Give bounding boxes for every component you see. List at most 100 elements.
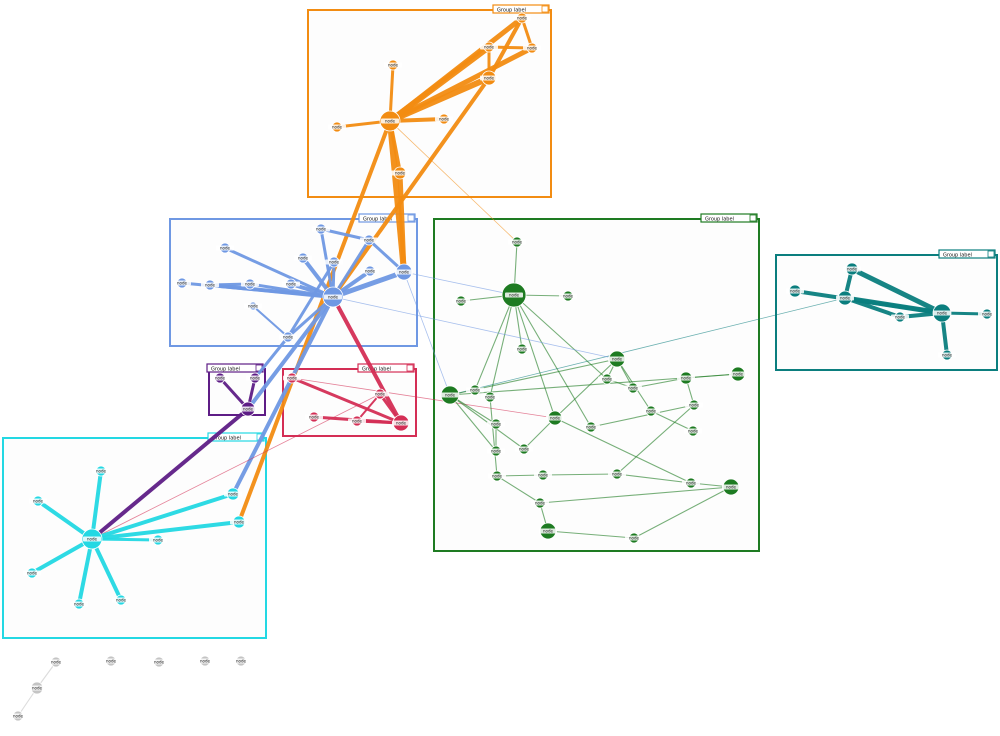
node-g23[interactable]: node	[534, 469, 552, 481]
edge-b1-c9[interactable]	[231, 295, 335, 496]
node-t1[interactable]: node	[932, 303, 952, 323]
node-t7[interactable]: node	[978, 308, 996, 320]
edge-b13-g4[interactable]	[403, 271, 451, 396]
edge-t1-t2[interactable]	[849, 266, 945, 316]
node-c3[interactable]: node	[29, 495, 47, 507]
node-r5[interactable]: node	[371, 388, 389, 400]
node-g16[interactable]: node	[642, 405, 660, 417]
edge-g16-g21[interactable]	[650, 410, 694, 432]
edge-g4-g14[interactable]	[449, 394, 497, 452]
edge-g19-g20[interactable]	[590, 404, 695, 428]
edge-g27-g28[interactable]	[633, 486, 732, 539]
node-b5[interactable]: node	[312, 223, 330, 235]
node-x4[interactable]: node	[196, 655, 214, 667]
node-x3[interactable]: node	[150, 656, 168, 668]
edge-t3-g4[interactable]	[449, 297, 846, 396]
group-tab-green[interactable]	[700, 213, 758, 223]
edge-g2-g9[interactable]	[513, 294, 556, 419]
edge-g26-g27[interactable]	[539, 486, 732, 504]
edge-g23-g24[interactable]	[542, 473, 618, 476]
edge-g2-g7[interactable]	[474, 294, 515, 391]
edge-r5-r2[interactable]	[356, 393, 381, 422]
group-box-cyan[interactable]	[2, 437, 267, 639]
edge-g28-g29[interactable]	[547, 530, 635, 539]
edge-g2-g19[interactable]	[513, 294, 592, 428]
node-g12[interactable]: node	[487, 418, 505, 430]
edge-t1-t4[interactable]	[793, 289, 944, 315]
node-x5[interactable]: node	[232, 655, 250, 667]
node-c7[interactable]: node	[149, 534, 167, 546]
edge-b12-p3[interactable]	[253, 335, 290, 380]
node-b11[interactable]: node	[361, 265, 379, 277]
node-b2[interactable]: node	[216, 242, 234, 254]
edge-o1-o3[interactable]	[387, 45, 535, 124]
node-c2[interactable]: node	[92, 465, 110, 477]
edge-r1-b1[interactable]	[331, 295, 403, 425]
node-g13[interactable]: node	[515, 443, 533, 455]
edge-c1-c5[interactable]	[77, 537, 94, 606]
edge-r5-c1[interactable]	[91, 393, 381, 540]
edge-b1-b13[interactable]	[330, 269, 407, 300]
edge-b14-b12[interactable]	[252, 305, 289, 338]
node-g28[interactable]: node	[625, 532, 643, 544]
node-o1[interactable]: node	[379, 110, 401, 132]
edge-g9-g25[interactable]	[554, 417, 692, 484]
edge-b1-b2[interactable]	[223, 246, 335, 299]
node-b3[interactable]: node	[201, 279, 219, 291]
edge-b1-p1[interactable]	[246, 295, 335, 411]
node-o2[interactable]: node	[480, 70, 498, 86]
node-g3[interactable]: node	[559, 290, 577, 302]
node-o8[interactable]: node	[435, 113, 453, 125]
node-g8[interactable]: node	[608, 350, 626, 368]
node-r4[interactable]: node	[283, 372, 301, 384]
node-c8[interactable]: node	[230, 515, 248, 529]
group-collapse-button-crimson[interactable]	[406, 364, 414, 372]
node-g18[interactable]: node	[677, 371, 695, 385]
edge-c1-c3[interactable]	[36, 499, 94, 541]
node-t3[interactable]: node	[836, 290, 854, 306]
edge-o1-g1[interactable]	[389, 120, 518, 243]
node-p2[interactable]: node	[211, 372, 229, 384]
edge-b1-b7[interactable]	[248, 282, 335, 299]
edge-c1-c9[interactable]	[90, 492, 235, 541]
node-b4[interactable]: node	[173, 277, 191, 289]
edge-c1-c2[interactable]	[90, 469, 103, 541]
node-g5[interactable]: node	[452, 295, 470, 307]
node-g15[interactable]: node	[729, 366, 747, 382]
node-c4[interactable]: node	[23, 567, 41, 579]
node-o7[interactable]: node	[328, 121, 346, 133]
node-g27[interactable]: node	[722, 478, 740, 496]
node-g2[interactable]: node	[501, 282, 527, 308]
node-o9[interactable]: node	[391, 166, 409, 180]
node-o4[interactable]: node	[480, 41, 498, 53]
edge-c1-c4[interactable]	[30, 537, 94, 575]
node-b14[interactable]: node	[244, 301, 262, 311]
node-b12[interactable]: node	[279, 331, 297, 343]
node-g6[interactable]: node	[513, 343, 531, 355]
node-g11[interactable]: node	[481, 391, 499, 403]
edge-o2-b1[interactable]	[331, 76, 491, 299]
node-g21[interactable]: node	[684, 425, 702, 437]
edge-g22-g26[interactable]	[496, 475, 541, 504]
node-b1[interactable]: node	[322, 286, 344, 308]
node-t6[interactable]: node	[938, 349, 956, 361]
node-b9[interactable]: node	[294, 252, 312, 264]
edge-t3-t5[interactable]	[843, 296, 902, 319]
node-g1[interactable]: node	[508, 236, 526, 248]
node-r3[interactable]: node	[305, 411, 323, 423]
node-g26[interactable]: node	[531, 497, 549, 509]
node-g14[interactable]: node	[487, 445, 505, 457]
node-b7[interactable]: node	[241, 278, 259, 290]
node-x2[interactable]: node	[102, 655, 120, 667]
node-g4[interactable]: node	[440, 385, 460, 405]
node-g10[interactable]: node	[598, 373, 616, 385]
node-c6[interactable]: node	[112, 594, 130, 606]
group-collapse-button-green[interactable]	[749, 214, 757, 222]
node-o6[interactable]: node	[384, 59, 402, 71]
edge-o9-b13[interactable]	[397, 170, 407, 275]
node-c1[interactable]: node	[81, 528, 103, 550]
edge-g8-g9[interactable]	[554, 358, 618, 419]
edge-o1-o5[interactable]	[387, 15, 525, 124]
node-b10[interactable]: node	[325, 256, 343, 268]
node-g24[interactable]: node	[608, 468, 626, 480]
